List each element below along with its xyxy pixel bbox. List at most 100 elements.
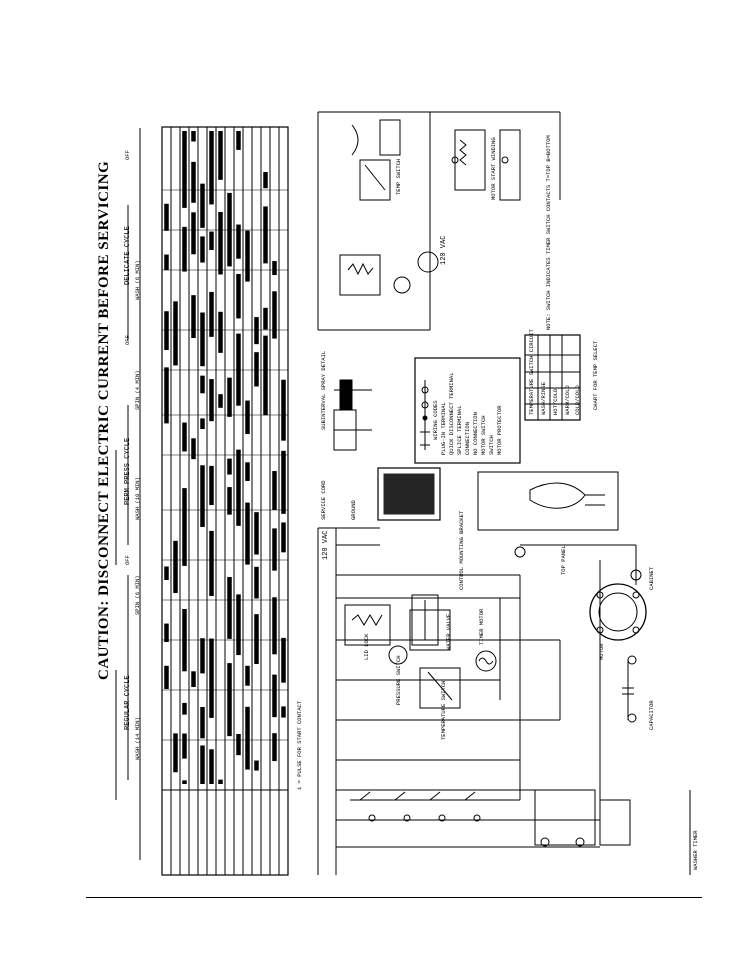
timer-contact-bar	[209, 638, 214, 718]
top-panel-label: TOP PANEL	[560, 545, 567, 575]
timer-contact-bar	[227, 458, 232, 475]
timer-contact-bar	[218, 394, 223, 408]
temp-chart-row: COLD/COLD	[574, 385, 581, 415]
water-valve-label: WATER VALVE	[445, 613, 452, 650]
timer-contact-bar	[182, 226, 187, 272]
timer-contact-bar	[245, 706, 250, 770]
timer-contact-bar	[182, 422, 187, 452]
timer-chart	[115, 126, 289, 876]
temp-chart-footnote: CHART FOR TEMP SELECT	[592, 340, 599, 410]
timer-contact-bar	[191, 212, 196, 255]
temp-chart-row: WARM/COLD	[564, 385, 571, 415]
wiring-code-item: SPLICE TERMINAL	[456, 405, 463, 455]
upper-schematic-lines	[317, 111, 561, 331]
timer-contact-bar	[245, 230, 250, 282]
timer-contact-bar	[200, 707, 205, 739]
timer-contact-bar	[218, 311, 223, 353]
timer-contact-bar	[263, 335, 268, 416]
timer-contact-bar	[164, 203, 169, 231]
timer-contact-bar	[209, 131, 214, 205]
timer-note-label: NOTE: SWITCH INDICATES TIMER SWITCH CONT…	[545, 135, 552, 330]
timer-contact-bar	[272, 733, 277, 762]
timer-contact-bar	[191, 295, 196, 339]
perm-spin-label: SPIN (4 MIN)	[134, 370, 141, 410]
wiring-codes-title: WIRING CODES	[432, 400, 439, 440]
timer-contact-bar	[209, 231, 214, 250]
timer-contact-bar	[200, 312, 205, 367]
timer-contact-bar	[272, 291, 277, 339]
timer-contact-bar	[218, 211, 223, 275]
off-label-2: OFF	[124, 335, 131, 345]
timer-contact-bar	[281, 379, 286, 441]
timer-contact-bar	[263, 307, 268, 330]
timer-contact-bar	[281, 522, 286, 553]
off-label-3: OFF	[124, 150, 131, 160]
spray-detail-label: SUBINTERVAL SPRAY DETAIL	[320, 350, 327, 430]
timer-contact-bar	[164, 311, 169, 350]
temperature-switch-label: TEMPERATURE SWITCH	[440, 680, 447, 740]
timer-contact-bar	[272, 261, 277, 276]
timer-contact-bar	[209, 749, 214, 784]
wiring-code-item: MOTOR SWITCH	[480, 415, 487, 455]
timer-contact-bar	[182, 702, 187, 715]
temp-chart-row: WASH/RINSE	[540, 381, 547, 415]
perm-wash-label: WASH (10 MIN)	[134, 477, 141, 520]
schematic-lines	[317, 527, 691, 875]
timer-contact-bar	[200, 465, 205, 527]
timer-contact-bar	[272, 528, 277, 571]
timer-contact-bar	[200, 236, 205, 263]
timer-footnote: 1 = PULSE FOR START CONTACT	[296, 700, 303, 790]
timer-contact-bar	[236, 333, 241, 406]
timer-contact-bar	[236, 224, 241, 259]
timer-contact-bar	[236, 273, 241, 319]
timer-contact-bar	[245, 665, 250, 686]
regular-cycle-label: REGULAR CYCLE	[124, 675, 132, 730]
off-label-1: OFF	[124, 555, 131, 565]
timer-contact-bar	[227, 576, 232, 639]
regular-wash-label: WASH (14 MIN)	[134, 717, 141, 760]
timer-contact-bar	[200, 638, 205, 674]
timer-contact-bar	[173, 733, 178, 773]
timer-contact-bar	[182, 733, 187, 759]
timer-contact-bar	[164, 665, 169, 690]
timer-contact-bar	[227, 663, 232, 737]
timer-contact-bar	[209, 291, 214, 337]
timer-contact-bar	[218, 131, 223, 180]
temp-switch-label: TEMP SWITCH	[395, 158, 402, 195]
timer-contact-bar	[164, 566, 169, 580]
timer-motor-label: TIMER MOTOR	[478, 608, 485, 645]
temp-chart-row: HOT/COLD	[552, 388, 559, 415]
wiring-code-item: NO CONNECTION	[472, 412, 479, 455]
timer-contact-bar	[182, 780, 187, 784]
ground-label: GROUND	[350, 500, 357, 520]
timer-contact-bar	[236, 449, 241, 526]
timer-contact-bar	[254, 566, 259, 599]
timer-contact-bar	[245, 400, 250, 435]
timer-contact-bar	[272, 471, 277, 510]
service-cord-label: SERVICE CORD	[320, 480, 327, 520]
delicate-wash-label: WASH (6 MIN)	[134, 260, 141, 300]
timer-contact-bar	[254, 317, 259, 345]
washer-timer-label: WASHER TIMER	[692, 830, 699, 870]
timer-contact-bar	[272, 597, 277, 655]
timer-contact-bar	[245, 462, 250, 481]
perm-press-cycle-label: PERM PRESS CYCLE	[124, 437, 132, 505]
voltage-label-lower: 120 VAC	[322, 530, 330, 560]
timer-contact-bar	[218, 779, 223, 784]
timer-contact-bar	[254, 352, 259, 387]
timer-contact-bar	[200, 375, 205, 394]
timer-contact-bar	[254, 512, 259, 555]
temp-chart-title: TEMPERATURE SWITCH CIRCUIT	[528, 329, 535, 415]
delicate-cycle-label: DELICATE CYCLE	[124, 226, 132, 285]
timer-contact-bar	[236, 131, 241, 150]
timer-contact-bar	[272, 674, 277, 718]
timer-contact-bar	[191, 131, 196, 142]
timer-contact-bar	[191, 438, 196, 460]
timer-contact-bar	[227, 192, 232, 267]
wiring-code-item: MOTOR PROTECTOR	[496, 405, 503, 455]
timer-contact-bar	[164, 367, 169, 424]
timer-contact-bar	[200, 183, 205, 228]
timer-contact-bar	[164, 254, 169, 271]
